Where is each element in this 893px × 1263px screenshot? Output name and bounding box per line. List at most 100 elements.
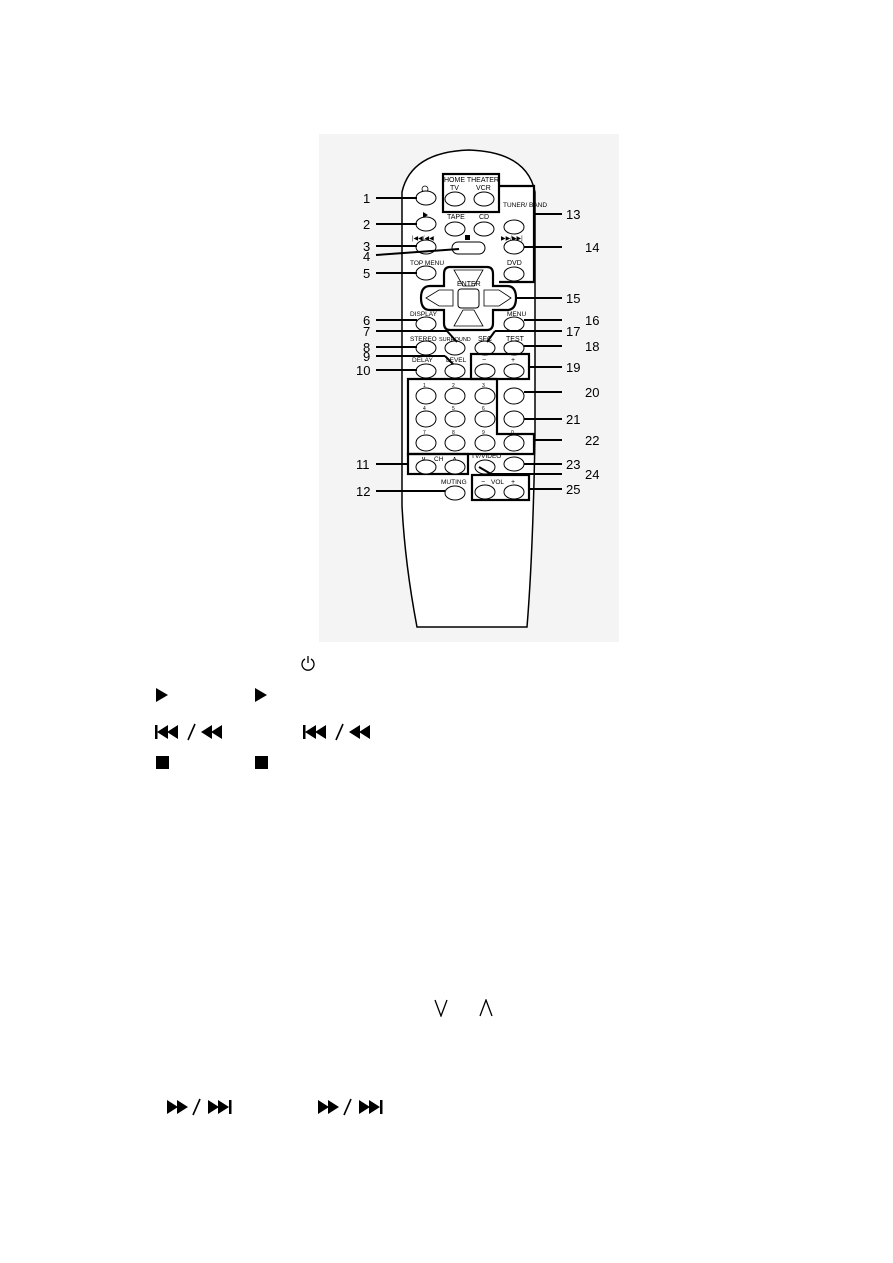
minus-label: − [482, 357, 486, 364]
delay-label: DELAY [412, 357, 433, 364]
sfc-button[interactable] [474, 340, 496, 356]
plus-label: + [511, 357, 515, 364]
cd-button[interactable] [473, 221, 495, 237]
delay-button[interactable] [415, 363, 437, 379]
digit-3-label: 3 [482, 383, 485, 389]
stereo-label: STEREO [410, 336, 437, 343]
callout-4: 4 [363, 249, 370, 264]
skip-back-small-icon: |◀◀/◀◀ [412, 236, 434, 242]
chevron-up-icon [479, 999, 493, 1017]
callout-10: 10 [356, 363, 370, 378]
digit-8-button[interactable] [444, 434, 466, 452]
ch-down-small-icon: ∨ [421, 456, 426, 463]
callout-15: 15 [566, 291, 580, 306]
callout-2: 2 [363, 217, 370, 232]
vcr-label: VCR [476, 185, 491, 192]
tv-button[interactable] [444, 191, 466, 207]
tv-video-label: TV/VIDEO [471, 453, 501, 460]
skip-forward-small-icon: ▶▶/▶▶| [501, 236, 523, 242]
level-button[interactable] [444, 363, 466, 379]
vcr-button[interactable] [473, 191, 495, 207]
dvd-label: DVD [507, 260, 522, 267]
callout-5: 5 [363, 266, 370, 281]
sfc-label: SFC [478, 336, 492, 343]
vol-plus-label: + [511, 479, 515, 486]
test-button[interactable] [503, 340, 525, 356]
skip-back-icon [155, 723, 222, 741]
level-plus-button[interactable] [503, 363, 525, 379]
tuner-band-label: TUNER/ BAND [503, 202, 547, 209]
digit-3-button[interactable] [474, 387, 496, 405]
tv-label: TV [450, 185, 459, 192]
callout-21: 21 [566, 412, 580, 427]
digit-1-button[interactable] [415, 387, 437, 405]
digit-2-button[interactable] [444, 387, 466, 405]
callout-1: 1 [363, 191, 370, 206]
power-button[interactable] [415, 190, 437, 206]
vol-minus-label: − [481, 479, 485, 486]
digit-5-button[interactable] [444, 410, 466, 428]
digit-7-label: 7 [423, 430, 426, 436]
callout-23: 23 [566, 457, 580, 472]
vol-plus-button[interactable] [503, 484, 525, 500]
play-small-icon [423, 212, 428, 218]
level-label: LEVEL [446, 357, 467, 364]
callout-12: 12 [356, 484, 370, 499]
ch-enter-button[interactable] [503, 387, 525, 405]
callout-6: 6 [363, 313, 370, 328]
input-button[interactable] [503, 456, 525, 472]
digit-9-button[interactable] [474, 434, 496, 452]
callout-9: 9 [363, 349, 370, 364]
plus10-enter-button[interactable] [503, 410, 525, 428]
level-minus-button[interactable] [474, 363, 496, 379]
chevron-down-icon [434, 999, 448, 1017]
display-button[interactable] [415, 316, 437, 332]
digit-0-button[interactable] [503, 434, 525, 452]
play-button[interactable] [415, 216, 437, 232]
skip-forward-button[interactable] [503, 239, 525, 255]
callout-22: 22 [585, 433, 599, 448]
stop-small-icon [465, 235, 470, 240]
callout-11: 11 [356, 457, 370, 472]
callout-13: 13 [566, 207, 580, 222]
enter-button[interactable] [457, 288, 480, 309]
menu-label: MENU [507, 311, 526, 318]
dpad-left[interactable] [425, 289, 454, 307]
dvd-button[interactable] [503, 266, 525, 282]
callout-3: 3 [363, 239, 370, 254]
muting-button[interactable] [444, 485, 466, 501]
tv-video-button[interactable] [474, 459, 496, 475]
surround-button[interactable] [444, 340, 466, 356]
digit-4-button[interactable] [415, 410, 437, 428]
dpad-down[interactable] [453, 309, 484, 327]
ch-up-button[interactable] [444, 459, 466, 475]
cd-label: CD [479, 214, 489, 221]
vol-label: VOL [491, 479, 504, 486]
dpad-right[interactable] [483, 289, 512, 307]
callout-19: 19 [566, 360, 580, 375]
digit-4-label: 4 [423, 406, 426, 412]
callout-25: 25 [566, 482, 580, 497]
callout-20: 20 [585, 385, 599, 400]
digit-7-button[interactable] [415, 434, 437, 452]
top-menu-button[interactable] [415, 265, 437, 281]
digit-6-button[interactable] [474, 410, 496, 428]
menu-button[interactable] [503, 316, 525, 332]
stop-button[interactable] [451, 241, 486, 255]
dpad-up[interactable] [453, 269, 484, 287]
skip-back-icon [303, 723, 370, 741]
callout-18: 18 [585, 339, 599, 354]
digit-8-label: 8 [452, 430, 455, 436]
skip-forward-icon [318, 1098, 383, 1116]
tuner-band-button[interactable] [503, 219, 525, 235]
tape-button[interactable] [444, 221, 466, 237]
remote-illustration: HOME THEATER TV VCR TAPE CD TUNER/ BAND … [356, 149, 599, 628]
stereo-button[interactable] [415, 340, 437, 356]
skip-forward-icon [167, 1098, 232, 1116]
digit-0-label: 0 [511, 430, 514, 436]
display-label: DISPLAY [410, 311, 438, 318]
ch-down-button[interactable] [415, 459, 437, 475]
play-icon [255, 688, 267, 702]
vol-minus-button[interactable] [474, 484, 496, 500]
digit-1-label: 1 [423, 383, 426, 389]
